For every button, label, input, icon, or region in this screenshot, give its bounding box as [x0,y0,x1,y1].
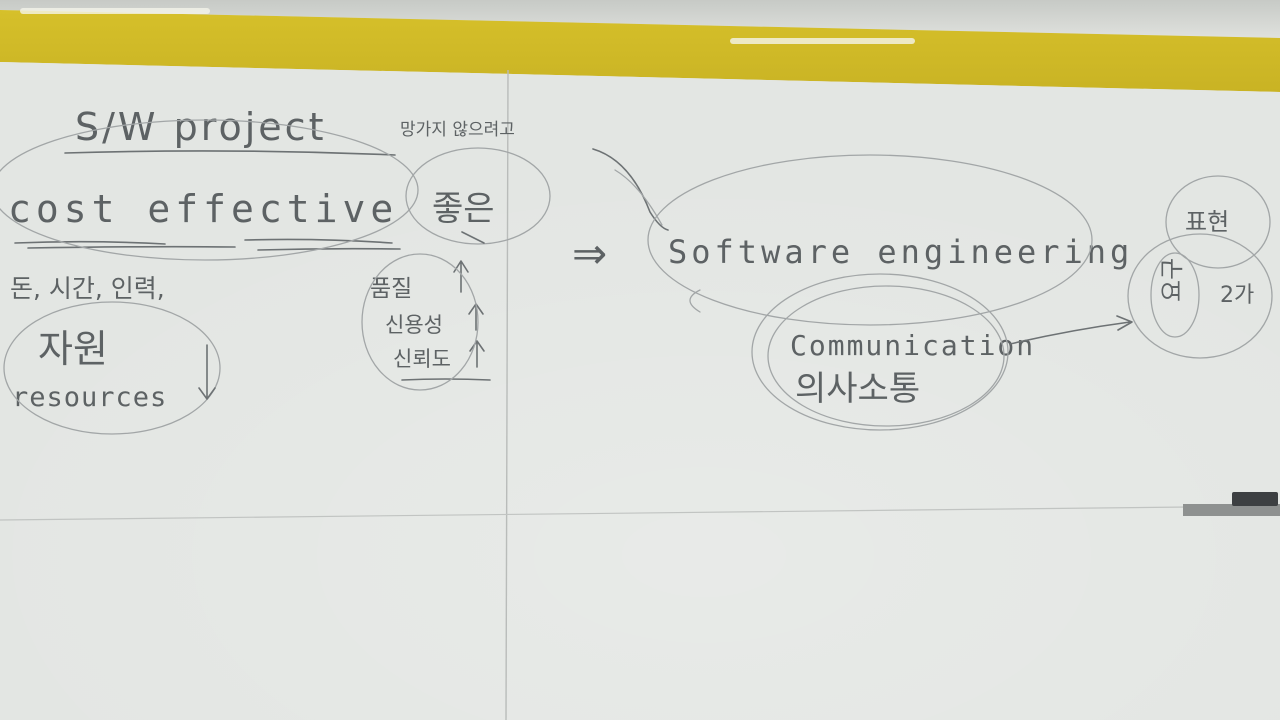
right-circle-top [1165,175,1271,269]
cost-effective-circle [0,119,419,261]
communication-circle [751,273,1009,431]
communication-kr-text: 의사소통 [795,369,920,409]
korean-note-text: 망가지 않으려고 [400,120,515,140]
ceiling-light-reflection-left [20,8,210,14]
board-eraser [1232,492,1278,506]
right-text-3: 2가 [1220,283,1254,308]
quality-3-text: 신뢰도 [393,347,451,371]
right-text-2: 요구 [1158,258,1186,302]
communication-text: Communication [790,329,1035,362]
software-engineering-circle [647,154,1093,326]
resources-list-text: 돈, 시간, 인력, [10,274,165,303]
marker-tray [1183,504,1280,516]
title-text: S/W project [75,105,326,149]
wall-top [0,0,1280,38]
implies-arrow: ⇒ [572,229,607,278]
ceiling-light-reflection-right [730,38,915,44]
right-circle-middle [1127,233,1273,359]
resource-kr-text: 자원 [38,327,108,371]
good-circle [405,147,551,245]
quality-1-text: 품질 [370,276,412,302]
panel-seam-horizontal [0,505,1280,521]
panel-seam-vertical [505,69,509,720]
quality-2-text: 신용성 [385,313,443,337]
resource-en-text: resources [12,382,167,413]
software-engineering-text: Software engineering [668,233,1133,271]
cost-effective-text: cost effective [8,187,398,231]
quality-circle [361,253,479,391]
resource-circle [3,301,221,435]
good-text: 좋은 [432,189,495,229]
right-text-1: 표현 [1185,208,1229,236]
right-circle-small [1150,252,1200,338]
